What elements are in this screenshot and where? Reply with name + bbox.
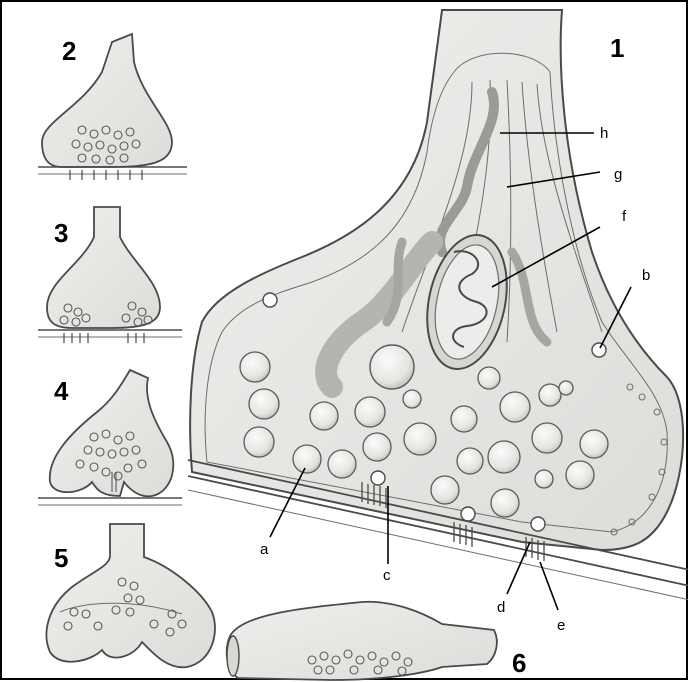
panel-number-6: 6 [512, 648, 526, 678]
panel-number-5: 5 [54, 543, 68, 573]
label-g: g [614, 166, 622, 183]
panel-number-2: 2 [62, 36, 76, 66]
label-f: f [622, 208, 627, 225]
panel-number-4: 4 [54, 376, 69, 406]
label-c: c [383, 567, 391, 584]
panel-number-1: 1 [610, 33, 624, 63]
terminal-5 [46, 524, 214, 667]
terminal-large [188, 10, 688, 600]
label-e: e [557, 617, 565, 634]
terminal-6 [227, 602, 497, 680]
terminal-2 [38, 34, 187, 180]
label-d: d [497, 599, 505, 616]
panel-number-3: 3 [54, 218, 68, 248]
label-h: h [600, 125, 608, 142]
label-b: b [642, 267, 650, 284]
label-a: a [260, 541, 269, 558]
